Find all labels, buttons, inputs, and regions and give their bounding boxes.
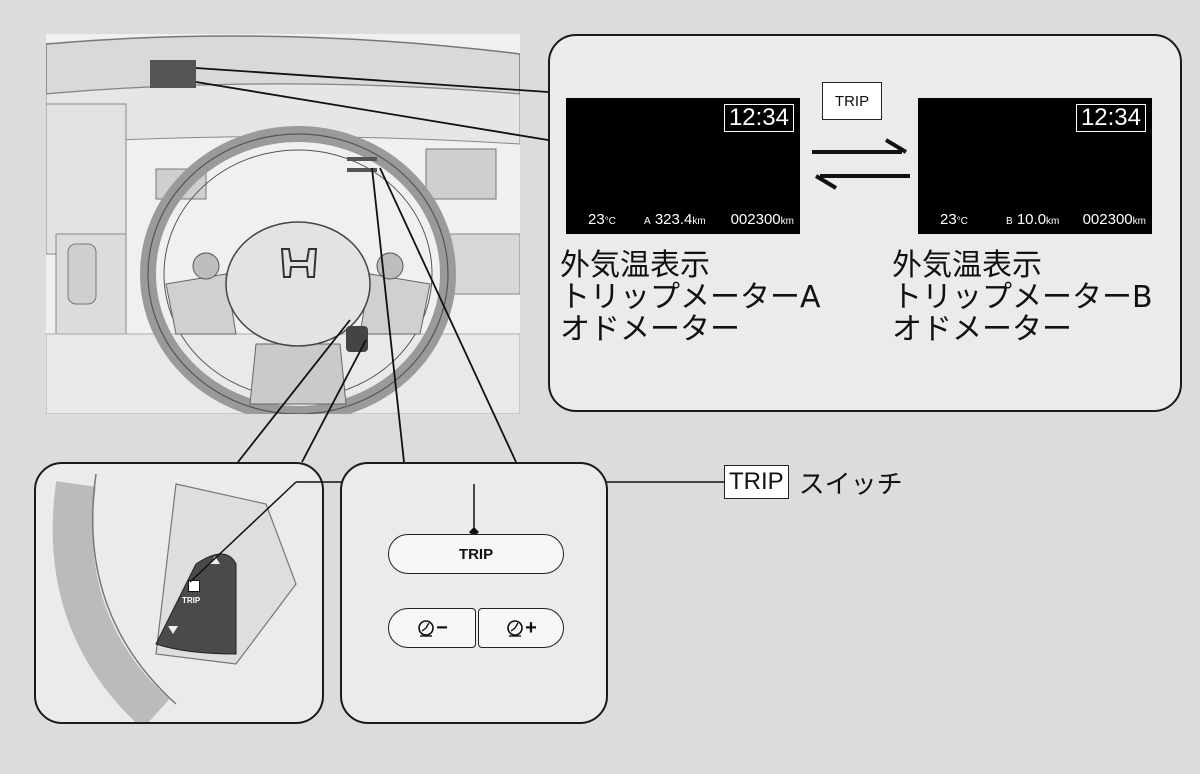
trip-meter-readout: A 323.4km	[644, 211, 706, 228]
switch-marker	[188, 580, 200, 592]
trip-value: 10.0	[1016, 211, 1047, 228]
temp-unit: °C	[604, 216, 616, 227]
gauge-plus-icon	[507, 620, 523, 637]
display-highlight	[150, 60, 196, 88]
meter-display-trip-a: 12:34 23°C A 323.4km 002300km	[566, 98, 800, 234]
caption-line: 外気温表示	[560, 248, 710, 283]
triangle-down-icon	[168, 626, 178, 634]
steering-trip-label: TRIP	[182, 596, 201, 605]
odo-value: 002300	[1082, 211, 1133, 228]
caption-line: トリップメーターB	[892, 280, 1153, 315]
temp-unit: °C	[956, 216, 968, 227]
caption-line: オドメーター	[560, 312, 740, 347]
toggle-arrows	[812, 138, 910, 190]
honda-logo-icon	[280, 248, 318, 278]
arrow-left-icon	[814, 174, 910, 190]
odometer-readout: 002300km	[1083, 211, 1146, 228]
trip-letter: A	[644, 216, 651, 227]
odometer-readout: 002300km	[731, 211, 794, 228]
temp-value: 23	[588, 211, 605, 228]
trip-unit: km	[1046, 216, 1060, 227]
plus-sign: +	[525, 616, 537, 639]
temp-value: 23	[940, 211, 957, 228]
dashboard-illustration	[46, 34, 520, 414]
brightness-plus-button[interactable]: +	[478, 608, 564, 648]
odo-value: 002300	[730, 211, 781, 228]
switch-diagram-panel: TRIP − +	[340, 462, 608, 724]
odo-unit: km	[1132, 216, 1146, 227]
outside-temp-readout: 23°C	[588, 211, 616, 228]
caption-trip-a: 外気温表示 トリップメーターA オドメーター	[560, 250, 821, 346]
trip-unit: km	[692, 216, 706, 227]
odo-unit: km	[780, 216, 794, 227]
caption-line: トリップメーターA	[560, 280, 821, 315]
trip-value: 323.4	[654, 211, 693, 228]
steering-closeup-drawing	[52, 473, 297, 722]
caption-line: オドメーター	[892, 312, 1072, 347]
outside-temp-readout: 23°C	[940, 211, 968, 228]
trip-label-box: TRIP	[822, 82, 882, 120]
display-panel: 12:34 23°C A 323.4km 002300km TRIP 12:34…	[548, 34, 1182, 412]
arrow-right-icon	[812, 138, 908, 154]
trip-switch-label-box: TRIP	[724, 465, 789, 499]
minus-sign: −	[436, 616, 448, 639]
steering-switch-closeup: TRIP	[34, 462, 324, 724]
caption-trip-b: 外気温表示 トリップメーターB オドメーター	[892, 250, 1153, 346]
trip-button[interactable]: TRIP	[388, 534, 564, 574]
caption-line: 外気温表示	[892, 248, 1042, 283]
trip-letter: B	[1006, 216, 1013, 227]
switch-pointer	[469, 484, 479, 537]
trip-meter-readout: B 10.0km	[1006, 211, 1059, 228]
trip-switch-label-text: スイッチ	[798, 469, 903, 500]
clock-readout: 12:34	[723, 104, 794, 132]
dashboard-drawing	[46, 35, 520, 414]
trip-switch-label: TRIP スイッチ	[724, 464, 903, 500]
gauge-minus-icon	[418, 620, 434, 637]
triangle-up-icon	[210, 556, 220, 564]
clock-readout: 12:34	[1075, 104, 1146, 132]
meter-display-trip-b: 12:34 23°C B 10.0km 002300km	[918, 98, 1152, 234]
brightness-minus-button[interactable]: −	[388, 608, 476, 648]
